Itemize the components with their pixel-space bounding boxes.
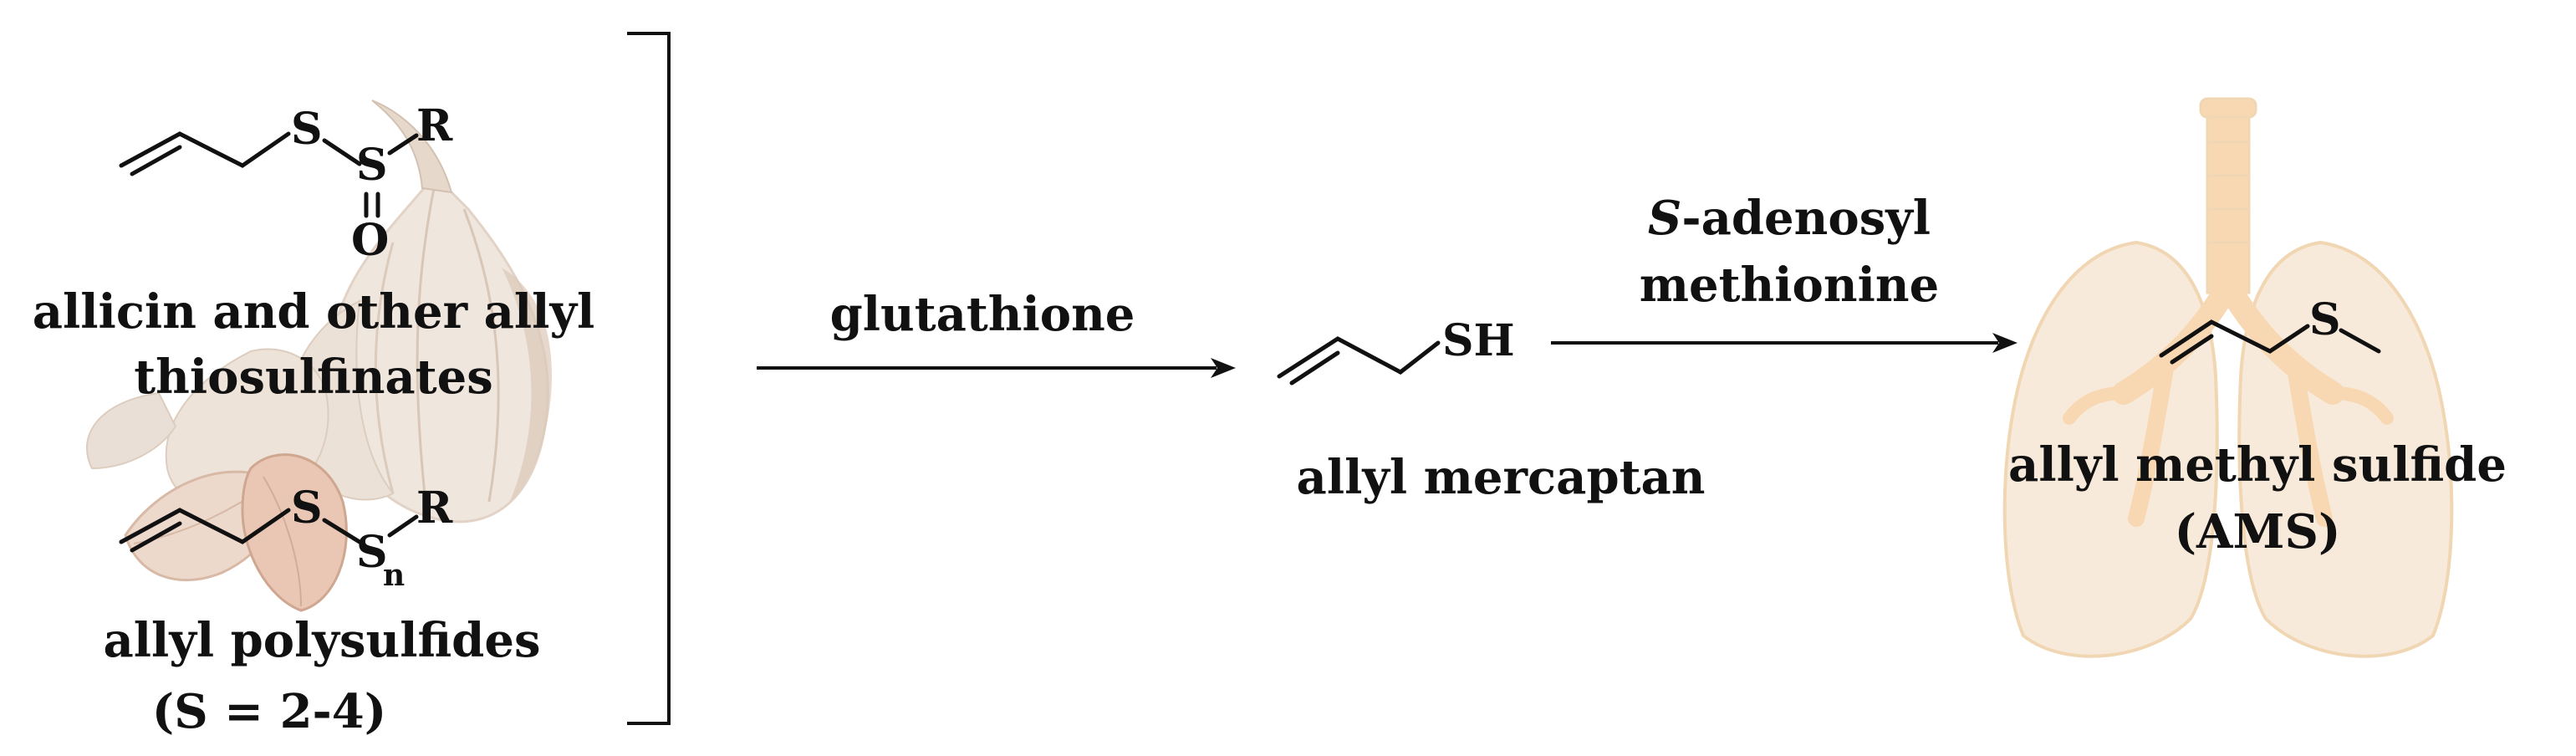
reagent-sam-line2: methionine — [1640, 258, 1939, 313]
polysulfide-r-group: R — [416, 483, 453, 534]
lungs-icon — [2002, 97, 2454, 658]
ams-name-line2: (AMS) — [2175, 504, 2341, 559]
allicin-r-group: R — [416, 100, 453, 151]
allicin-name-line2: thiosulfinates — [134, 350, 492, 405]
mercaptan-name: allyl mercaptan — [1297, 450, 1706, 505]
ams-name-line1: allyl methyl sulfide — [2008, 437, 2507, 493]
polysulfide-name-line1: allyl polysulfides — [103, 613, 540, 668]
reagent-sam-line1: S-adenosyl — [1648, 191, 1931, 246]
ams-sulfur: S — [2309, 294, 2341, 345]
grouping-bracket — [627, 32, 671, 725]
reagent-glutathione: glutathione — [830, 287, 1135, 342]
allicin-sulfur-2: S — [356, 140, 388, 191]
polysulfide-name-line2: (S = 2-4) — [152, 684, 387, 739]
polysulfide-structure: S S n R — [119, 483, 453, 593]
reaction-arrow-2 — [1551, 333, 2017, 353]
ams-structure: S — [2159, 294, 2381, 365]
polysulfide-sulfur-n: S — [356, 527, 388, 578]
allicin-name-line1: allicin and other allyl — [33, 284, 595, 340]
polysulfide-sulfur-1: S — [291, 483, 323, 534]
polysulfide-subscript-n: n — [383, 558, 405, 593]
allicin-structure: S S R O — [119, 100, 453, 266]
mercaptan-structure: SH — [1277, 315, 1515, 386]
mercaptan-thiol: SH — [1442, 315, 1515, 366]
allicin-sulfur-1: S — [291, 104, 323, 155]
allicin-oxygen: O — [351, 215, 389, 266]
reaction-arrow-1 — [757, 358, 1236, 378]
